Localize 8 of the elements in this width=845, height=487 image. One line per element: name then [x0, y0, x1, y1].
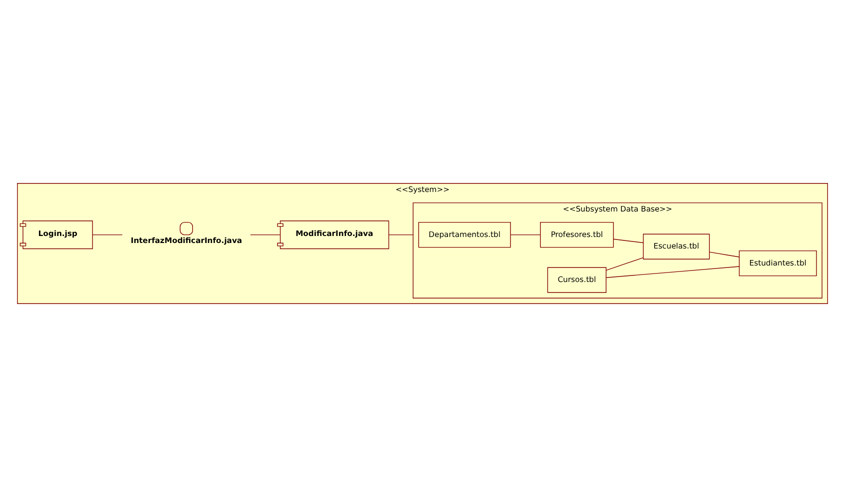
- connector: [510, 234, 540, 236]
- connector: [388, 234, 414, 236]
- connector: [709, 252, 740, 258]
- connector: [613, 238, 644, 244]
- connector: [606, 257, 644, 271]
- connector: [606, 266, 740, 278]
- connector: [92, 234, 123, 236]
- connector: [250, 234, 281, 236]
